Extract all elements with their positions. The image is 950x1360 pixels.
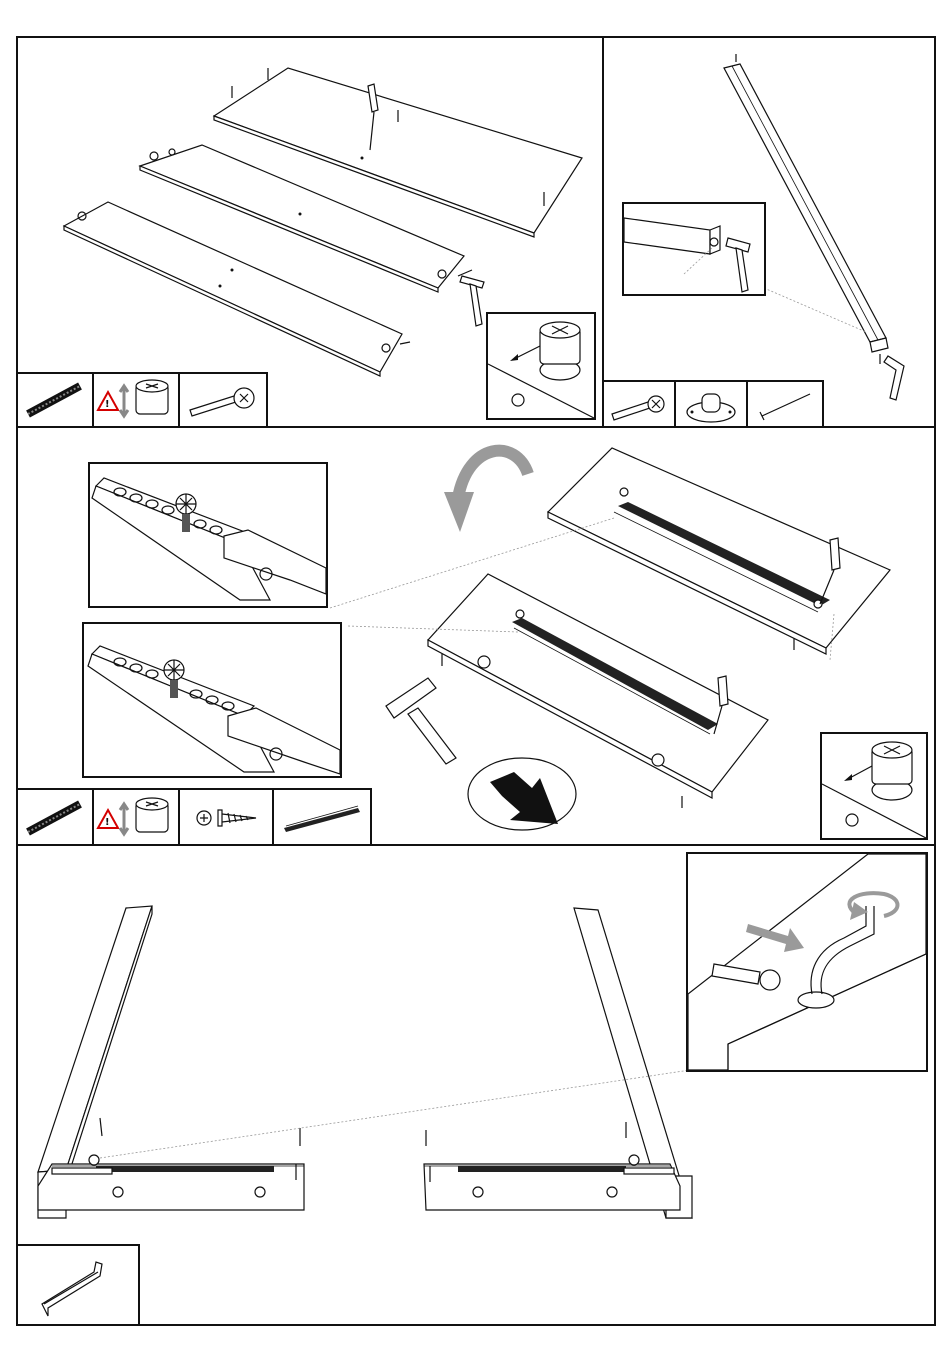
drawer-runner-icon bbox=[272, 788, 372, 846]
cam-lock-warning-icon-2: ! bbox=[92, 788, 180, 846]
screw-icon-hardware bbox=[178, 788, 274, 846]
hammer-icon bbox=[460, 276, 484, 326]
threaded-rod-icon bbox=[16, 372, 94, 428]
caster-icon bbox=[674, 380, 748, 428]
cam-lock-icon bbox=[540, 322, 580, 380]
hex-key-inset bbox=[686, 852, 928, 1072]
cam-bolt-icon bbox=[178, 372, 268, 428]
runner-screw-inset-1 bbox=[88, 462, 328, 608]
hammer-icon bbox=[386, 678, 456, 764]
post-end-inset bbox=[622, 202, 766, 296]
nail-icon bbox=[746, 380, 824, 428]
rotate-arrow-icon bbox=[444, 451, 528, 532]
cam-lock-inset-2 bbox=[820, 732, 928, 840]
svg-text:!: ! bbox=[105, 817, 110, 828]
runner-screw-inset-2 bbox=[82, 622, 342, 778]
cam-lock-inset-1 bbox=[486, 312, 596, 420]
threaded-rod-icon-2 bbox=[16, 788, 94, 846]
hex-key-icon-hardware bbox=[16, 1244, 140, 1326]
direction-arrow-icon bbox=[468, 758, 576, 830]
cam-bolt-icon-2 bbox=[602, 380, 676, 428]
cam-lock-icon bbox=[872, 742, 912, 800]
svg-text:!: ! bbox=[105, 399, 110, 410]
hammer-icon bbox=[726, 238, 750, 292]
cam-lock-warning-icon: ! bbox=[92, 372, 180, 428]
